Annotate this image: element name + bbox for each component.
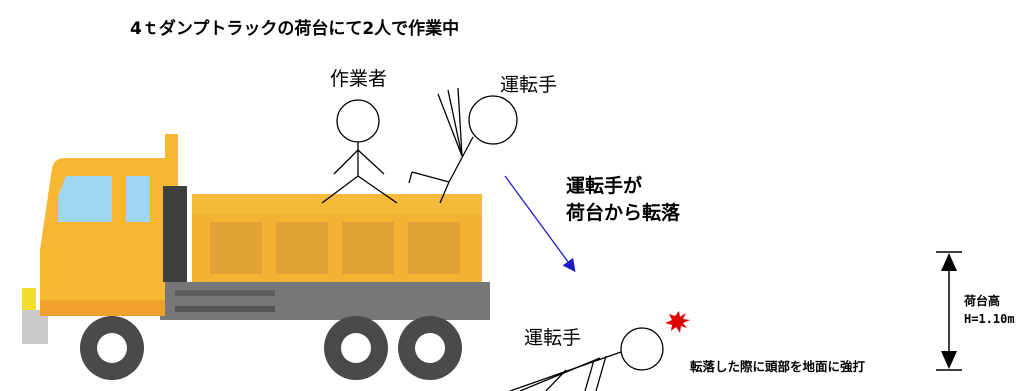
driver-label-bottom: 運転手 bbox=[524, 327, 581, 349]
diagram-title: 4ｔダンプトラックの荷台にて2人で作業中 bbox=[130, 18, 459, 39]
impact-burst-icon bbox=[665, 311, 690, 333]
dump-truck bbox=[22, 134, 490, 380]
arrow-up-icon bbox=[941, 253, 957, 271]
fall-arrow bbox=[504, 175, 576, 273]
headlight bbox=[22, 288, 36, 310]
wheel bbox=[398, 316, 462, 380]
truck-chassis bbox=[160, 282, 490, 320]
bed-panel bbox=[342, 222, 394, 274]
height-label: 荷台高 bbox=[963, 293, 1000, 308]
bed-panel bbox=[276, 222, 328, 274]
wheel bbox=[80, 316, 144, 380]
height-value: H=1.10m bbox=[964, 312, 1015, 326]
worker-figure bbox=[321, 99, 398, 204]
cab-windshield bbox=[58, 176, 112, 222]
bed-panel bbox=[408, 222, 460, 274]
arrow-down-icon bbox=[941, 351, 957, 369]
bed-panel bbox=[210, 222, 262, 274]
driver-label-top: 運転手 bbox=[500, 74, 557, 96]
cab-side-window bbox=[126, 176, 150, 222]
wheel bbox=[324, 316, 388, 380]
fall-caption-line1: 運転手が bbox=[566, 174, 642, 197]
driver-falling-figure bbox=[408, 87, 518, 204]
worker-label: 作業者 bbox=[330, 68, 387, 90]
height-dimension bbox=[936, 251, 962, 371]
impact-note: 転落した際に頭部を地面に強打 bbox=[690, 359, 866, 374]
fall-caption-line2: 荷台から転落 bbox=[566, 201, 681, 224]
driver-fallen-figure bbox=[509, 327, 664, 391]
